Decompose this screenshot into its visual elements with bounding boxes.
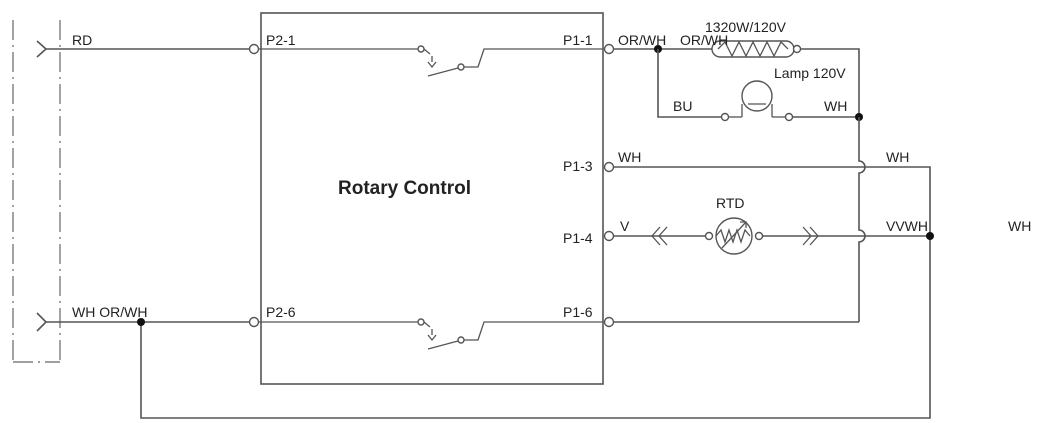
rotary-control-title: Rotary Control (338, 178, 471, 199)
junction-bottom-left (137, 318, 145, 326)
terminal-lamp-left (720, 112, 730, 122)
label-orwh-1: OR/WH (618, 32, 666, 48)
switch-top (259, 45, 603, 77)
terminal-p1-6 (603, 316, 615, 328)
rtd-arrowhead (740, 221, 747, 228)
label-v: V (620, 218, 630, 234)
rotary-control-box (260, 12, 604, 385)
wire-bu (657, 49, 721, 118)
port-p1-4: P1-4 (563, 230, 593, 246)
chevron-right-2 (809, 226, 819, 246)
terminal-heater-right (792, 44, 802, 54)
terminal-rtd-left (704, 231, 714, 241)
wire-vertical-bus (858, 117, 866, 322)
connector-pin-top (36, 40, 48, 58)
port-p1-6: P1-6 (563, 304, 593, 320)
chevron-right-1 (802, 226, 812, 246)
label-rtd: RTD (716, 195, 745, 211)
chevron-left-1 (651, 226, 661, 246)
label-heater-rating: 1320W/120V (705, 19, 787, 35)
terminal-p1-1 (603, 43, 615, 55)
terminal-p2-6 (248, 316, 260, 328)
terminal-rtd-right (754, 231, 764, 241)
label-wh-right: WH (886, 149, 909, 165)
label-wh-p1-3: WH (618, 149, 641, 165)
label-wh-far: WH (1008, 218, 1031, 234)
wire-p1-3 (614, 166, 931, 236)
switch-bottom (259, 318, 603, 350)
connector-pin-bottom (36, 312, 48, 332)
port-p2-6: P2-6 (266, 304, 296, 320)
terminal-p1-4 (603, 230, 615, 242)
port-p2-1: P2-1 (266, 32, 296, 48)
label-vvwh: VVWH (886, 218, 928, 234)
junction-right (926, 232, 934, 240)
terminal-p1-3 (603, 161, 615, 173)
label-lamp: Lamp 120V (774, 65, 846, 81)
port-p1-1: P1-1 (563, 32, 593, 48)
port-p1-3: P1-3 (563, 158, 593, 174)
connector-housing (12, 20, 61, 363)
chevron-left-2 (658, 226, 668, 246)
label-wh-orwh: WH OR/WH (72, 304, 147, 320)
wire-bottom-loop (140, 236, 931, 419)
label-bu: BU (673, 98, 692, 114)
lamp-symbol (729, 80, 785, 118)
terminal-p2-1 (248, 43, 260, 55)
heater-zigzag (717, 40, 789, 58)
label-wh-lamp: WH (824, 98, 847, 114)
rtd-arrow (721, 221, 747, 249)
terminal-lamp-right (784, 112, 794, 122)
rtd-zigzag (715, 227, 751, 245)
label-orwh-2: OR/WH (680, 32, 728, 48)
wire-heater-right (801, 48, 860, 117)
label-rd: RD (72, 32, 92, 48)
